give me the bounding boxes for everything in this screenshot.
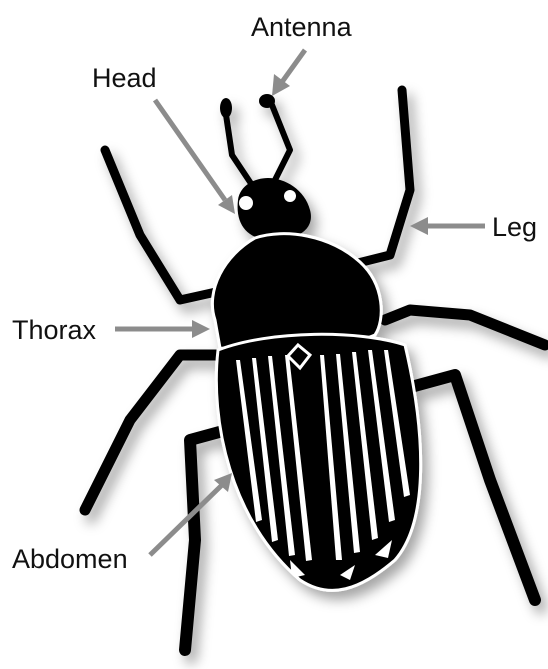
right-antenna [270,100,290,180]
right-eye [284,190,296,202]
middle-right-leg [385,310,545,345]
left-eye [239,196,253,210]
thorax-arrowhead [192,320,210,338]
right-antenna-tip [259,94,275,108]
leg-arrowhead [410,217,428,235]
head-leader [155,100,225,200]
left-antenna-tip [220,98,232,118]
antenna-leader [282,50,305,82]
thorax [212,234,381,351]
beetle-illustration [85,90,545,650]
label-head: Head [92,63,157,93]
abdomen-leader [150,485,222,555]
label-thorax: Thorax [12,315,97,345]
label-antenna: Antenna [251,12,353,42]
label-abdomen: Abdomen [12,544,128,574]
left-antenna [225,108,252,185]
front-right-leg [350,90,410,265]
label-leg: Leg [492,212,537,242]
